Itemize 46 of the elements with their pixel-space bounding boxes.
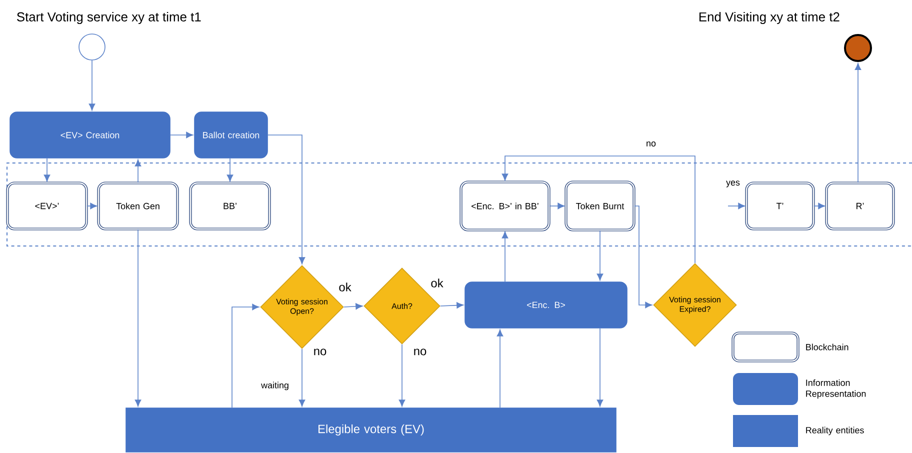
edge-label: no	[412, 348, 428, 356]
arrow	[854, 63, 862, 184]
arrow	[596, 328, 604, 407]
heading: End Visiting xy at time t2	[699, 12, 840, 24]
arrow	[728, 202, 746, 210]
arrow	[298, 348, 306, 407]
legend-text: Blockchain	[806, 344, 848, 350]
edge-label: yes	[725, 180, 741, 188]
arrow	[596, 230, 604, 281]
arrow	[440, 302, 464, 308]
arrow	[502, 156, 696, 264]
legend-text: Reality entities	[806, 426, 864, 436]
arrow	[813, 202, 826, 210]
arrow	[502, 231, 508, 282]
arrow	[226, 158, 234, 182]
blockchain-box: <Enc. B>’ in BB’	[460, 180, 550, 232]
circle	[78, 34, 106, 60]
arrow	[496, 329, 504, 408]
process-box: <Enc. B>	[464, 282, 628, 328]
entity-bar: Elegible voters (EV)	[126, 408, 616, 452]
blockchain-box: BB’	[189, 182, 271, 230]
arrow	[634, 206, 652, 308]
blockchain-box: <EV>’	[6, 182, 88, 230]
legend-text: Information Representation	[806, 379, 866, 399]
arrow	[268, 134, 306, 264]
circle	[844, 34, 872, 62]
arrow	[44, 158, 50, 182]
heading: Start Voting service xy at time t1	[17, 12, 201, 24]
arrow	[134, 228, 142, 407]
arrow	[170, 132, 194, 138]
arrow	[134, 159, 142, 184]
note-text: waiting	[261, 382, 288, 390]
arrow	[232, 304, 260, 408]
arrow	[86, 202, 98, 210]
blockchain-box: T’	[745, 182, 815, 230]
blockchain-box: R’	[825, 182, 895, 230]
process-box: Ballot creation	[194, 112, 268, 158]
edge-label: no	[312, 348, 328, 356]
arrow	[343, 303, 363, 310]
blockchain-box: Token Burnt	[564, 180, 636, 232]
edge-label: no	[645, 140, 657, 148]
arrow	[548, 202, 565, 210]
blockchain-box: Token Gen	[97, 182, 179, 230]
arrow	[398, 344, 406, 407]
arrow	[88, 60, 96, 111]
process-box: <EV> Creation	[10, 112, 170, 158]
